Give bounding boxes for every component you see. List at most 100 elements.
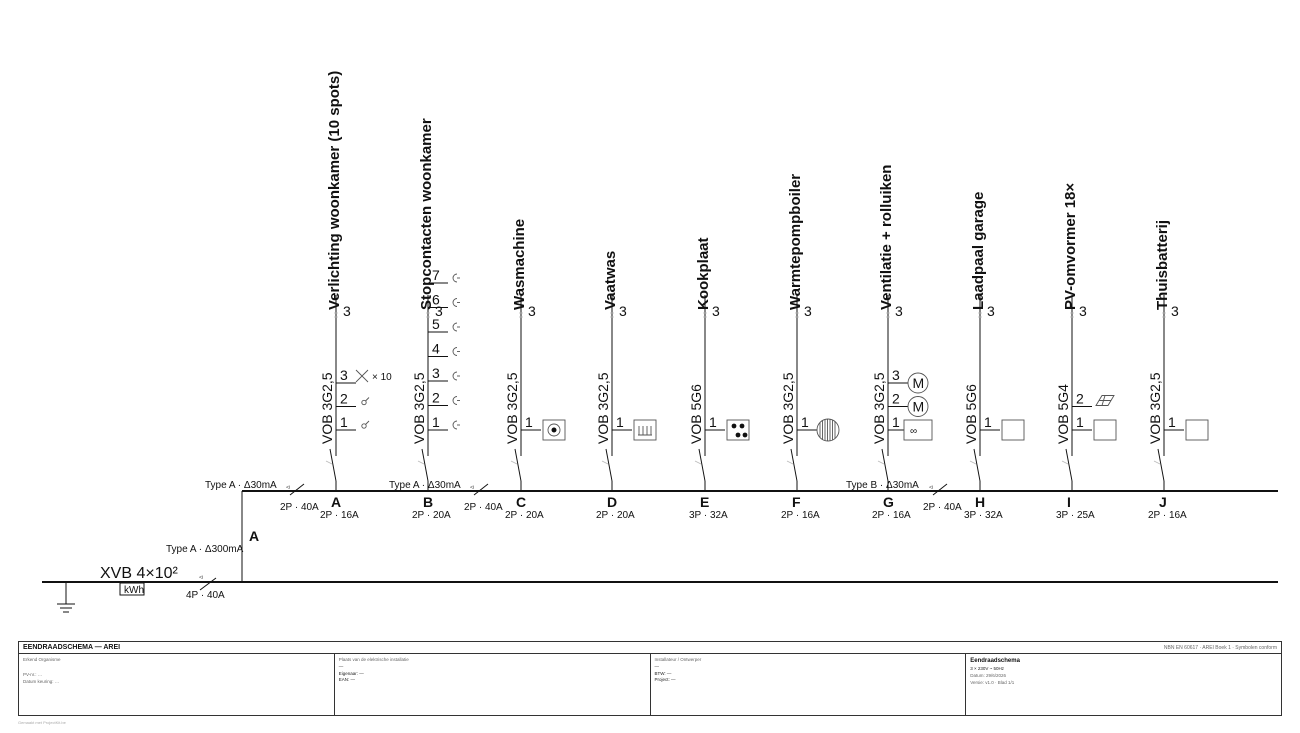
rcd-breaker-rating: 2P · 40A [464,502,503,513]
tb-inspection-heading: Erkend Organisme [23,657,61,662]
breaker-switch-icon [421,448,429,482]
sub-circuit-number: 1 [709,414,717,430]
circuit-breaker-rating: 2P · 20A [596,510,635,521]
tb-voltage: 3 × 230V ~ 50Hz [970,666,1005,671]
rcd-label: Type A · Δ30mA [205,480,277,491]
motor-label: M [913,375,925,391]
tb-installer-value: — [654,663,660,669]
motor-label: M [913,399,925,415]
circuit-letter: D [607,494,617,510]
kwh-meter [119,582,145,596]
title-block-installer: Installateur / Ontwerper — BTW: — Projec… [651,654,967,716]
circuit-cable: VOB 3G2,5 [319,372,335,444]
tb-pv-number: PV-nr.: … [23,671,43,677]
sub-circuit-number: 1 [1168,414,1176,430]
socket-outlet-icon [452,396,458,405]
tb-installer-heading: Installateur / Ontwerper [654,657,702,662]
circuit-title: Kookplaat [695,237,712,310]
tb-date: Datum: 29/6/2026 [970,672,1007,678]
sub-circuit-number: 3 [432,365,440,381]
title-block: EENDRAADSCHEMA — AREI NBN EN 60617 · ARE… [18,641,1282,716]
circuit-title: Stopcontacten woonkamer [418,118,435,310]
rcd-mark-icon: ◃ [286,484,290,491]
main-rcd-letter: A [249,528,259,544]
circuit-top-count: 3 [1079,303,1087,319]
breaker-switch-icon [514,448,522,482]
tb-ean: EAN: — [338,677,356,683]
title-block-schema: Eendraadschema 3 × 230V ~ 50Hz Datum: 29… [966,654,1281,716]
sub-circuit-number: 1 [616,414,624,430]
sub-circuit-number: 2 [892,391,900,407]
circuit-top-count: 3 [1171,303,1179,319]
breaker-switch-icon [329,448,337,482]
circuit-top-count: 3 [343,303,351,319]
socket-outlet-icon [452,322,458,332]
circuit-title: Vaatwas [602,251,619,310]
circuit-top-count: 3 [528,303,536,319]
main-breaker-icon [199,577,217,591]
main-breaker-mark-icon: ◃ [199,574,203,581]
motor-icon [907,372,929,394]
cooktop-burner-icon [731,423,737,429]
ventilation-icon [903,419,933,441]
tb-inspection-date: Datum keuring: … [23,678,60,684]
switch-icon [365,397,370,402]
breaker-mark-icon [877,460,885,465]
circuit-top-count: 3 [712,303,720,319]
motor-icon [907,396,929,417]
breaker-mark-icon [786,460,794,465]
inverter-icon [1093,419,1117,441]
circuit-title: Verlichting woonkamer (10 spots) [326,71,343,310]
socket-outlet-icon [452,371,458,381]
socket-outlet-icon [452,420,458,430]
circuit-letter: E [700,494,709,510]
lamp-count: × 10 [372,372,392,383]
breaker-mark-icon [601,460,609,465]
breaker-switch-icon [790,448,798,482]
circuit-top-count: 3 [804,303,812,319]
tb-location-heading: Plaats van de elektrische installatie [338,657,409,662]
circuit-letter: A [331,494,341,510]
washing-machine-icon [551,427,557,433]
bus-bars [42,490,1278,613]
circuit-breaker-rating: 3P · 32A [689,510,728,521]
sub-circuit-number: 1 [801,414,809,430]
sub-circuit-number: 4 [432,341,440,357]
breaker-switch-icon [1065,448,1073,482]
title-block-norm: NBN EN 60617 · AREI Boek 1 · Symbolen co… [1163,644,1277,651]
circuit-letter: J [1159,494,1167,510]
rcd-mark-icon: ◃ [929,484,933,491]
main-feeder-cable: XVB 4×10² [100,565,179,582]
sub-circuit-number: 1 [340,414,348,430]
lamp-cross-icon [355,369,369,383]
circuit-breaker-rating: 2P · 20A [412,510,451,521]
switch-icon [365,420,370,425]
circuit-cable: VOB 3G2,5 [780,372,796,444]
rcd-breaker-icon [932,483,948,496]
circuit-breaker-rating: 2P · 16A [781,510,820,521]
breaker-mark-icon [1153,460,1161,465]
breaker-mark-icon [694,460,702,465]
circuit-breaker-rating: 2P · 20A [505,510,544,521]
sub-circuit-number: 5 [432,316,440,332]
ventilation-symbol-icon: ∞ [910,426,917,437]
circuit-top-count: 3 [619,303,627,319]
circuit-title: PV-omvormer 18× [1062,183,1079,310]
sub-circuit-number: 1 [525,414,533,430]
rcd-breaker-rating: 2P · 40A [923,502,962,513]
title-block-location: Plaats van de elektrische installatie — … [335,654,651,716]
breaker-mark-icon [1061,460,1069,465]
sub-circuit-number: 1 [432,414,440,430]
switch-icon [361,399,367,406]
tb-schema-heading: Eendraadschema [970,658,1020,664]
socket-outlet-icon [452,298,458,307]
sub-circuit-number: 2 [340,391,348,407]
rcd-label: Type B · Δ30mA [846,480,919,491]
dishwasher-icon [638,426,652,436]
main-breaker-rating: 4P · 40A [186,590,225,601]
rcd-label: Type A · Δ30mA [389,480,461,491]
